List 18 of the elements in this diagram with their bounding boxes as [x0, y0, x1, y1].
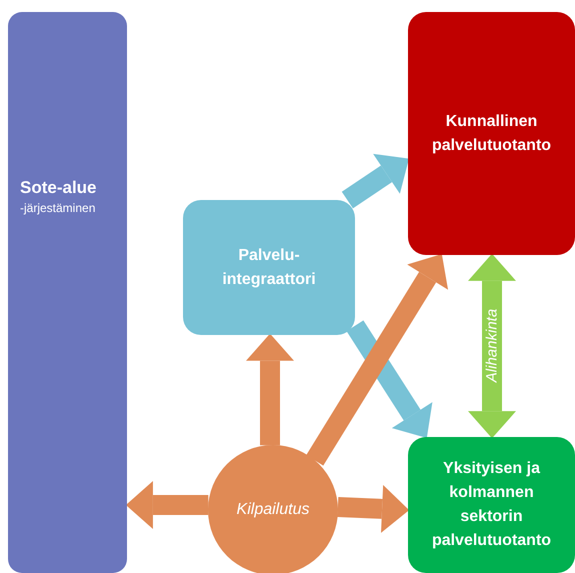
node-text: Yksityisen ja kolmannen sektorin palvelutuotanto	[430, 459, 552, 551]
process-box	[408, 12, 575, 255]
node-text: Sote-alue	[20, 177, 97, 199]
node-text: Kilpailutus	[236, 501, 310, 519]
arrow	[346, 320, 432, 438]
arrow	[306, 254, 448, 466]
process-box	[408, 437, 575, 573]
node-text: Palvelu- integraattori	[221, 246, 317, 290]
node-text: Kunnallinen palvelutuotanto	[430, 112, 552, 156]
process-box	[183, 200, 355, 335]
node-text: -järjestäminen	[20, 200, 96, 214]
arrow	[342, 154, 409, 208]
arrow	[246, 334, 294, 446]
edge-label: Alihankinta	[484, 308, 500, 385]
arrow	[337, 484, 410, 533]
arrow	[126, 481, 208, 529]
process-box	[8, 12, 127, 573]
arrow	[468, 254, 516, 438]
